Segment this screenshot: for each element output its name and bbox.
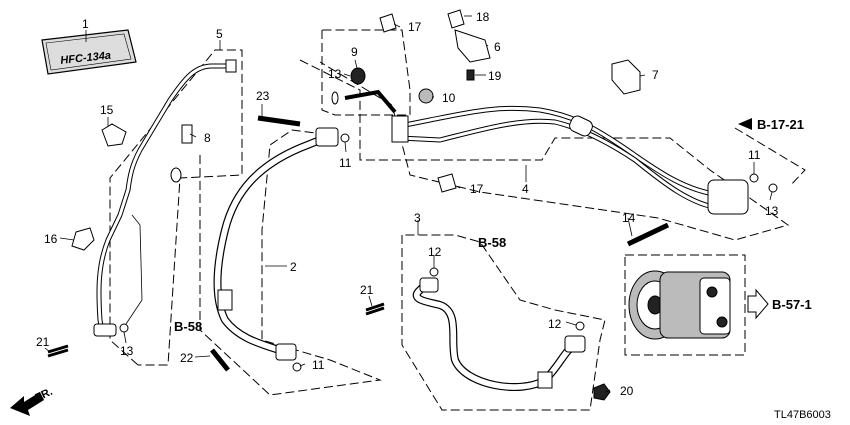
pipe-4-grommet: [569, 115, 593, 137]
callout-17-top: 17: [408, 20, 422, 34]
callout-11-upper: 11: [339, 156, 352, 170]
callout-17-bottom: 17: [470, 182, 484, 196]
group-outline-b17-link: [734, 127, 806, 187]
b17-arrow-icon: [738, 118, 752, 130]
part-20-nut: [593, 383, 611, 401]
part-21-bolt-left: [47, 344, 69, 358]
callout-18: 18: [476, 10, 490, 24]
group-outline-pipe-5: [109, 49, 243, 366]
part-5-pipe: [93, 59, 237, 337]
diagram-code: TL47B6003: [774, 409, 831, 421]
callout-12-upper: 12: [428, 245, 442, 259]
callout-11-right: 11: [748, 148, 761, 162]
top-service-valve-pipe: [344, 89, 397, 114]
callout-13-left: 13: [120, 344, 134, 358]
part-4-pipe: [391, 105, 749, 215]
callout-16: 16: [44, 232, 58, 246]
part-13-oring-left: [119, 323, 129, 333]
pipe-4-block-fitting: [707, 179, 749, 215]
ref-b-57-1[interactable]: B-57-1: [772, 297, 812, 312]
b57-arrow-icon: [747, 288, 769, 320]
ref-b-58-right[interactable]: B-58: [478, 235, 506, 250]
callout-21-right: 21: [360, 283, 374, 297]
pipe-5-joint: [93, 323, 117, 337]
callout-8: 8: [204, 131, 211, 145]
part-17-clip-bottom: [437, 173, 457, 193]
part-10-cap: [418, 88, 434, 104]
part-9-cap: [350, 67, 366, 85]
callout-15: 15: [100, 103, 114, 117]
part-13-oring-right: [768, 183, 778, 193]
part-15-clip: [101, 123, 127, 147]
part-19-bolt: [466, 69, 475, 81]
callout-10: 10: [442, 91, 456, 105]
callout-20: 20: [620, 384, 634, 398]
label-plate-text: HFC-134a: [60, 50, 112, 67]
part-22-bolt: [210, 348, 230, 372]
callout-19: 19: [488, 69, 502, 83]
part-14-bolt: [626, 222, 670, 247]
group-outline-hose-3: [401, 234, 606, 411]
callout-4: 4: [522, 182, 529, 196]
part-1-label-plate: HFC-134a: [41, 29, 137, 75]
ref-b-58-left[interactable]: B-58: [174, 319, 202, 334]
callout-12-lower: 12: [548, 317, 562, 331]
front-arrow-label: FR.: [33, 386, 54, 404]
callout-6: 6: [494, 40, 501, 54]
pipe-4-end-block: [391, 115, 409, 143]
hose-2-sleeve: [217, 289, 233, 311]
compressor: [628, 270, 731, 340]
callout-7: 7: [652, 68, 659, 82]
front-arrow: FR.: [10, 386, 55, 416]
part-6-sensor: [454, 29, 491, 63]
callout-22: 22: [180, 351, 194, 365]
callout-21-left: 21: [36, 335, 50, 349]
part-21-bolt-right: [365, 302, 385, 316]
part-11-oring-upper: [340, 133, 350, 143]
callout-labels: 1 2 3 4 5 6 7 8 9 10 11 11 11 12 12 13 1…: [36, 10, 779, 398]
part-3-hose: [412, 277, 586, 391]
part-18-clip: [447, 9, 465, 29]
part-23-bolt: [257, 115, 301, 127]
section-references: B-17-21 B-58 B-58 B-57-1: [174, 117, 812, 334]
part-13-oring-top: [331, 91, 339, 105]
group-outline-top-fittings: [321, 29, 411, 116]
group-outline-pipe-4: [299, 59, 790, 241]
front-arrow-icon: [10, 392, 44, 416]
pipe-5-clamp: [170, 167, 182, 183]
part-12-oring-lower: [575, 321, 585, 331]
pipe-5-end-fitting: [225, 59, 237, 73]
hose-2-upper-fitting: [315, 127, 339, 147]
callout-5: 5: [216, 27, 223, 41]
group-outline-compressor: [624, 254, 746, 356]
callout-14: 14: [622, 211, 636, 225]
callout-13-right: 13: [765, 204, 779, 218]
callout-3: 3: [414, 211, 421, 225]
callout-2: 2: [290, 260, 297, 274]
part-2-hose: [213, 127, 339, 361]
callout-11-lower: 11: [312, 358, 325, 372]
callout-1: 1: [82, 17, 89, 31]
callout-23: 23: [256, 89, 270, 103]
callout-9: 9: [351, 45, 358, 59]
leader-lines: [44, 15, 773, 393]
part-8-switch: [181, 124, 193, 144]
hose-3-sleeve: [537, 371, 553, 389]
part-11-oring-right: [749, 173, 759, 183]
ref-b-17-21[interactable]: B-17-21: [757, 117, 804, 132]
part-16-clip: [71, 227, 95, 251]
part-17-clip-top: [379, 13, 397, 33]
part-12-oring-upper: [429, 267, 439, 277]
part-11-oring-lower: [292, 362, 302, 372]
hose-2-lower-fitting: [275, 343, 297, 361]
part-7-bracket: [611, 59, 641, 95]
hose-3-lower-fitting: [564, 335, 586, 353]
hose-3-upper-fitting: [419, 277, 439, 293]
callout-13-top: 13: [328, 67, 342, 81]
small-parts: [47, 9, 778, 401]
